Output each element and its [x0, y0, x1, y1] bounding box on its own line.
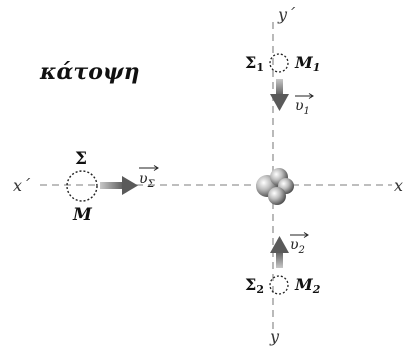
svg-text:υ1: υ1 — [295, 98, 310, 117]
velocity-arrow-sigma — [100, 176, 138, 195]
velocity-label-sigma: υΣ — [139, 165, 159, 190]
body-sigma2-circle — [269, 275, 289, 295]
axis-label-y-bottom: y — [269, 327, 280, 346]
axis-label-x-left: x΄ — [13, 176, 31, 195]
title-label: κάτοψη — [39, 59, 140, 85]
svg-text:υ2: υ2 — [290, 237, 305, 256]
body-sigma1-circle — [269, 53, 289, 73]
velocity-label-sigma1: υ1 — [295, 93, 314, 117]
svg-text:υΣ: υΣ — [139, 171, 156, 190]
body-sigma1-label: Σ1 — [245, 53, 264, 74]
velocity-arrow-sigma1 — [270, 79, 289, 111]
body-sigma-circle — [66, 170, 98, 202]
collision-cluster — [256, 168, 294, 205]
body-sigma1-mass: M1 — [294, 53, 320, 74]
axis-label-x-right: x — [394, 176, 403, 195]
velocity-arrow-sigma2 — [270, 236, 289, 268]
body-sigma-mass: M — [72, 205, 93, 225]
axis-label-y-top: y΄ — [277, 5, 296, 24]
velocity-label-sigma2: υ2 — [290, 232, 309, 256]
body-sigma2-label: Σ2 — [245, 275, 264, 296]
body-sigma2-mass: M2 — [294, 275, 321, 296]
body-sigma-label: Σ — [75, 149, 87, 169]
